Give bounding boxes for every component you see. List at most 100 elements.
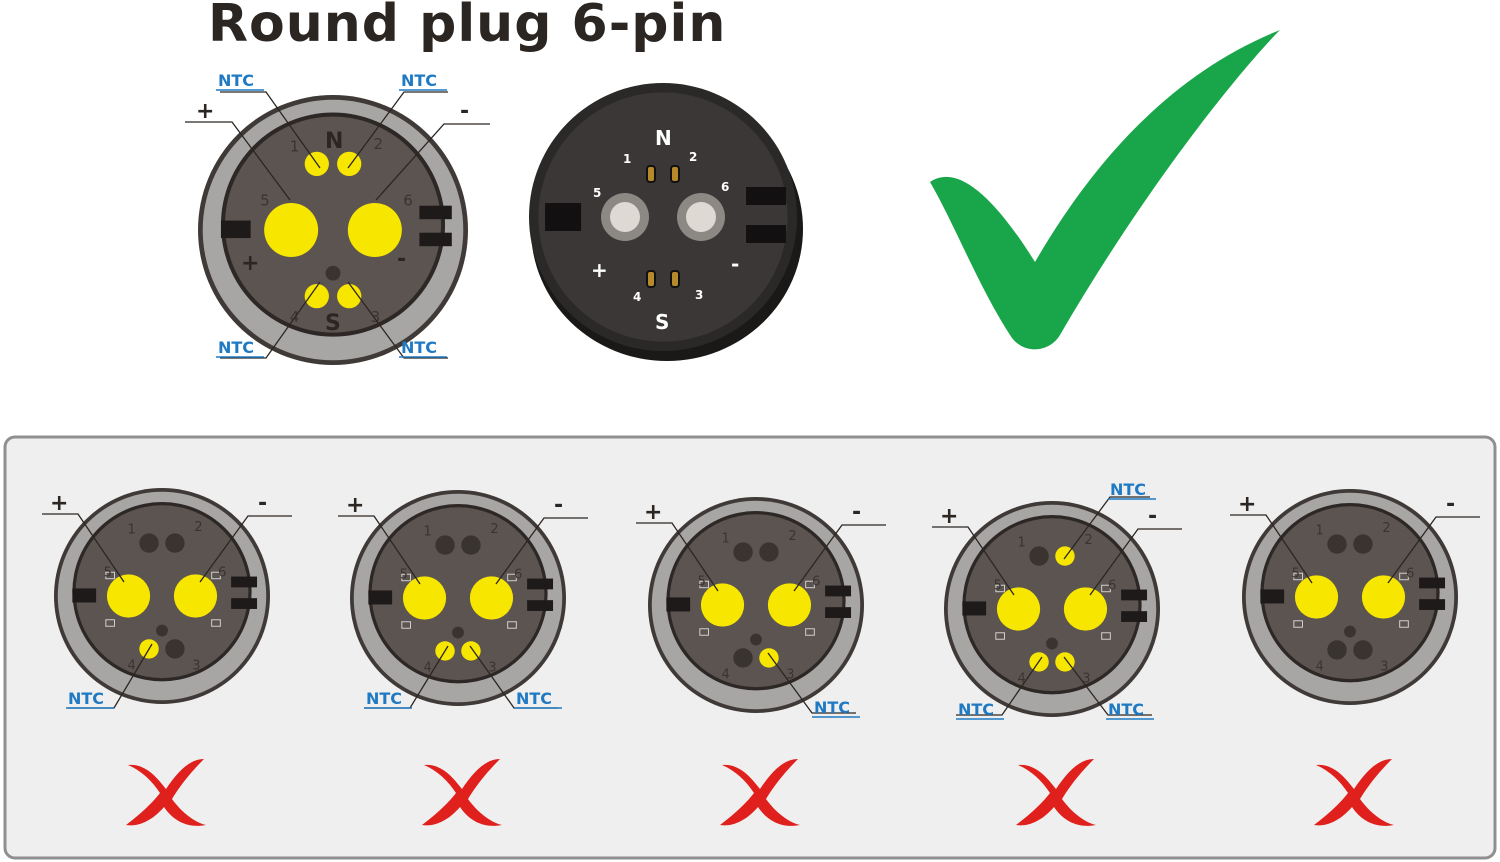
pin-number-4: 4 xyxy=(423,660,431,675)
plus-leader xyxy=(185,121,291,201)
south-label: S xyxy=(325,311,341,336)
photo-label-0: N xyxy=(655,126,672,150)
centre-pin-hole xyxy=(452,626,464,639)
pin-3 xyxy=(165,639,185,659)
cross-icon xyxy=(126,759,206,826)
wrong-plus-label-3: + xyxy=(644,500,662,525)
pin-2 xyxy=(165,533,185,553)
pin-3 xyxy=(1353,640,1373,660)
cross-icon xyxy=(1016,759,1096,826)
face-marking xyxy=(105,619,115,627)
photo-pin-6 xyxy=(686,202,716,232)
ntc-label-v2b: NTC xyxy=(516,689,552,708)
pin-number-3: 3 xyxy=(488,660,496,675)
photo-pin-2 xyxy=(670,165,680,183)
pin-number-1: 1 xyxy=(290,138,300,156)
wrong-plus-label-2: + xyxy=(346,493,364,518)
pin-3 xyxy=(759,648,779,668)
face-marking xyxy=(401,621,411,629)
pin-number-5: 5 xyxy=(994,579,1002,594)
pin-6 xyxy=(347,203,402,257)
photo-label-9: 6 xyxy=(721,180,729,194)
pin-1 xyxy=(435,535,455,555)
pin-number-6: 6 xyxy=(403,192,413,210)
face-marking xyxy=(507,573,517,582)
left-key-slot xyxy=(72,588,97,603)
north-label: N xyxy=(325,129,343,154)
page-title: Round plug 6-pin xyxy=(208,0,727,54)
pin-number-4: 4 xyxy=(721,667,729,682)
pin-number-3: 3 xyxy=(192,658,200,673)
centre-pin-hole xyxy=(1344,625,1356,638)
photo-pin-1 xyxy=(646,165,656,183)
pin-number-5: 5 xyxy=(260,192,270,210)
photo-label-3: - xyxy=(731,252,739,276)
face-marking xyxy=(1101,632,1111,640)
right-key-slot-lower xyxy=(419,232,452,247)
right-key-slot-upper xyxy=(231,576,258,588)
ntc-label-v2a: NTC xyxy=(366,689,402,708)
minus-label: - xyxy=(460,99,469,124)
face-marking xyxy=(1399,572,1409,581)
face-marking xyxy=(105,571,115,580)
wrong-plus-leader-2 xyxy=(338,515,421,585)
right-key-slot-upper xyxy=(1419,577,1446,589)
pin-5 xyxy=(700,583,745,627)
pin-2 xyxy=(461,535,481,555)
face-marking xyxy=(507,621,517,629)
pin-1 xyxy=(139,533,159,553)
pin-number-3: 3 xyxy=(1380,659,1388,674)
face-marking xyxy=(995,584,1005,593)
pin-4 xyxy=(1327,640,1347,660)
minus-leader xyxy=(375,123,490,201)
wrong-minus-leader-5 xyxy=(1387,516,1480,584)
pin-number-1: 1 xyxy=(127,522,135,537)
pin-number-6: 6 xyxy=(812,575,820,590)
right-key-slot-lower xyxy=(825,607,852,618)
ntc-label-pin4: NTC xyxy=(218,338,254,357)
ntc-leader-3 xyxy=(347,281,448,359)
photo-right-slot-upper xyxy=(746,187,787,205)
pin-number-1: 1 xyxy=(423,524,431,539)
left-key-slot xyxy=(666,597,691,612)
pin-6 xyxy=(1361,575,1406,619)
ntc-label-v4a: NTC xyxy=(958,700,994,719)
pin-6 xyxy=(173,574,218,618)
wrong-plus-label-1: + xyxy=(50,491,68,516)
wrong-plus-leader-5 xyxy=(1230,514,1313,584)
check-icon xyxy=(930,30,1280,350)
photo-left-slot xyxy=(545,203,582,231)
pin-number-2: 2 xyxy=(1382,521,1390,536)
face-marking xyxy=(1293,620,1303,628)
pin-3 xyxy=(1055,652,1075,672)
cross-icon xyxy=(720,759,800,826)
left-key-slot xyxy=(368,590,393,605)
ntc-label-pin3: NTC xyxy=(401,338,437,357)
ntc-leader-4 xyxy=(220,281,321,359)
right-key-slot-lower xyxy=(527,600,554,611)
pin-6 xyxy=(767,583,812,627)
pin-3 xyxy=(337,284,362,309)
pin-1 xyxy=(1029,546,1049,566)
plug-face xyxy=(1263,506,1437,680)
wrong-minus-leader-3 xyxy=(793,524,886,592)
plug-face xyxy=(965,518,1139,692)
pin-number-5: 5 xyxy=(698,575,706,590)
wrong-minus-leader-4 xyxy=(1089,528,1182,596)
face-marking xyxy=(995,632,1005,640)
left-key-slot xyxy=(1260,589,1285,604)
photo-face xyxy=(538,92,788,342)
pin-number-1: 1 xyxy=(1315,523,1323,538)
pin-number-4: 4 xyxy=(127,658,135,673)
face-marking xyxy=(401,573,411,582)
face-plus-label: + xyxy=(241,251,259,276)
face-marking xyxy=(211,619,221,627)
pin-3 xyxy=(461,641,481,661)
plug-face xyxy=(75,505,249,679)
pin-number-5: 5 xyxy=(104,566,112,581)
plug-face xyxy=(225,116,441,333)
